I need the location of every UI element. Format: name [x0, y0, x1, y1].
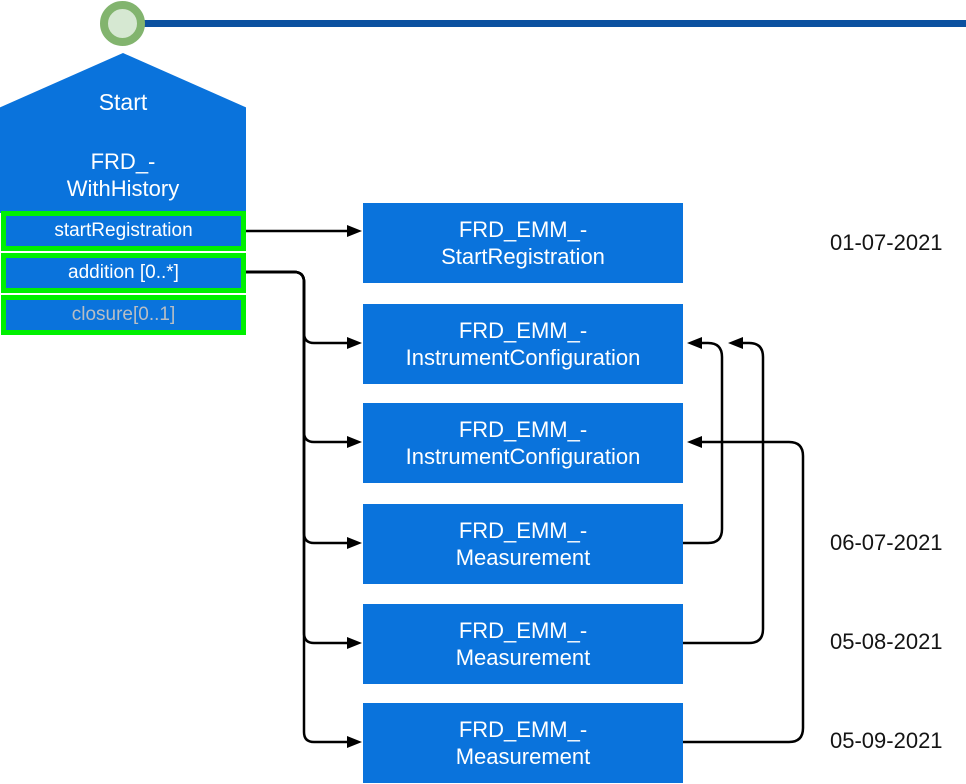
date-label: 06-07-2021 — [830, 530, 943, 555]
edge-addition-to-measurement-3 — [246, 270, 362, 748]
start-shape-name: FRD_- WithHistory — [0, 148, 246, 202]
activity-box-instrumentconfiguration-2: FRD_EMM_-InstrumentConfiguration — [363, 403, 683, 483]
port-closure-label: closure[0..1] — [71, 304, 176, 325]
date-label: 05-08-2021 — [830, 629, 943, 654]
activity-box-measurement-4: FRD_EMM_-Measurement — [363, 604, 683, 684]
edge-addition-to-measurement-2 — [246, 270, 362, 649]
start-shape: Start FRD_- WithHistory — [0, 53, 246, 213]
activity-box-label-line2: InstrumentConfiguration — [405, 345, 641, 370]
start-shape-name-line1: FRD_- — [90, 149, 156, 174]
activity-box-measurement-3: FRD_EMM_-Measurement — [363, 504, 683, 584]
activity-box-label-line1: FRD_EMM_- — [458, 217, 588, 242]
edge-measurement-3-back-to-instrumentconfiguration-2 — [683, 436, 805, 744]
activity-box-label-line2: Measurement — [455, 645, 591, 670]
activity-box-measurement-5: FRD_EMM_-Measurement — [363, 703, 683, 783]
date-label: 05-09-2021 — [830, 728, 943, 753]
edge-addition-to-measurement-1 — [246, 270, 362, 549]
activity-box-label-line1: FRD_EMM_- — [458, 618, 588, 643]
activity-box-label-line1: FRD_EMM_- — [458, 318, 588, 343]
edge-measurement-1-back-to-instrumentconfiguration-1 — [683, 337, 724, 545]
port-startRegistration-label: startRegistration — [54, 220, 193, 241]
start-shape-title: Start — [98, 89, 148, 115]
activity-box-label-line2: Measurement — [455, 744, 591, 769]
activity-box-label-line1: FRD_EMM_- — [458, 417, 588, 442]
port-addition-label: addition [0..*] — [68, 262, 179, 283]
activity-box-label-line2: InstrumentConfiguration — [405, 444, 641, 469]
edge-measurement-2-back-to-instrumentconfiguration-1 — [683, 337, 765, 645]
port-startRegistration: startRegistration — [1, 211, 246, 251]
edge-addition-to-instrumentconfiguration-1 — [246, 270, 362, 349]
date-label: 01-07-2021 — [830, 230, 943, 255]
start-shape-name-line2: WithHistory — [66, 176, 180, 201]
activity-box-label-line2: StartRegistration — [441, 244, 605, 269]
port-addition: addition [0..*] — [1, 253, 246, 293]
activity-box-label-line2: Measurement — [455, 545, 591, 570]
timeline-start-circle-icon — [100, 1, 145, 46]
activity-box-startregistration-0: FRD_EMM_-StartRegistration — [363, 203, 683, 283]
port-closure: closure[0..1] — [1, 295, 246, 335]
activity-box-label-line1: FRD_EMM_- — [458, 717, 588, 742]
timeline-line — [140, 20, 966, 27]
activity-box-instrumentconfiguration-1: FRD_EMM_-InstrumentConfiguration — [363, 304, 683, 384]
edge-addition-to-instrumentconfiguration-2 — [246, 270, 362, 448]
activity-box-label-line1: FRD_EMM_- — [458, 518, 588, 543]
